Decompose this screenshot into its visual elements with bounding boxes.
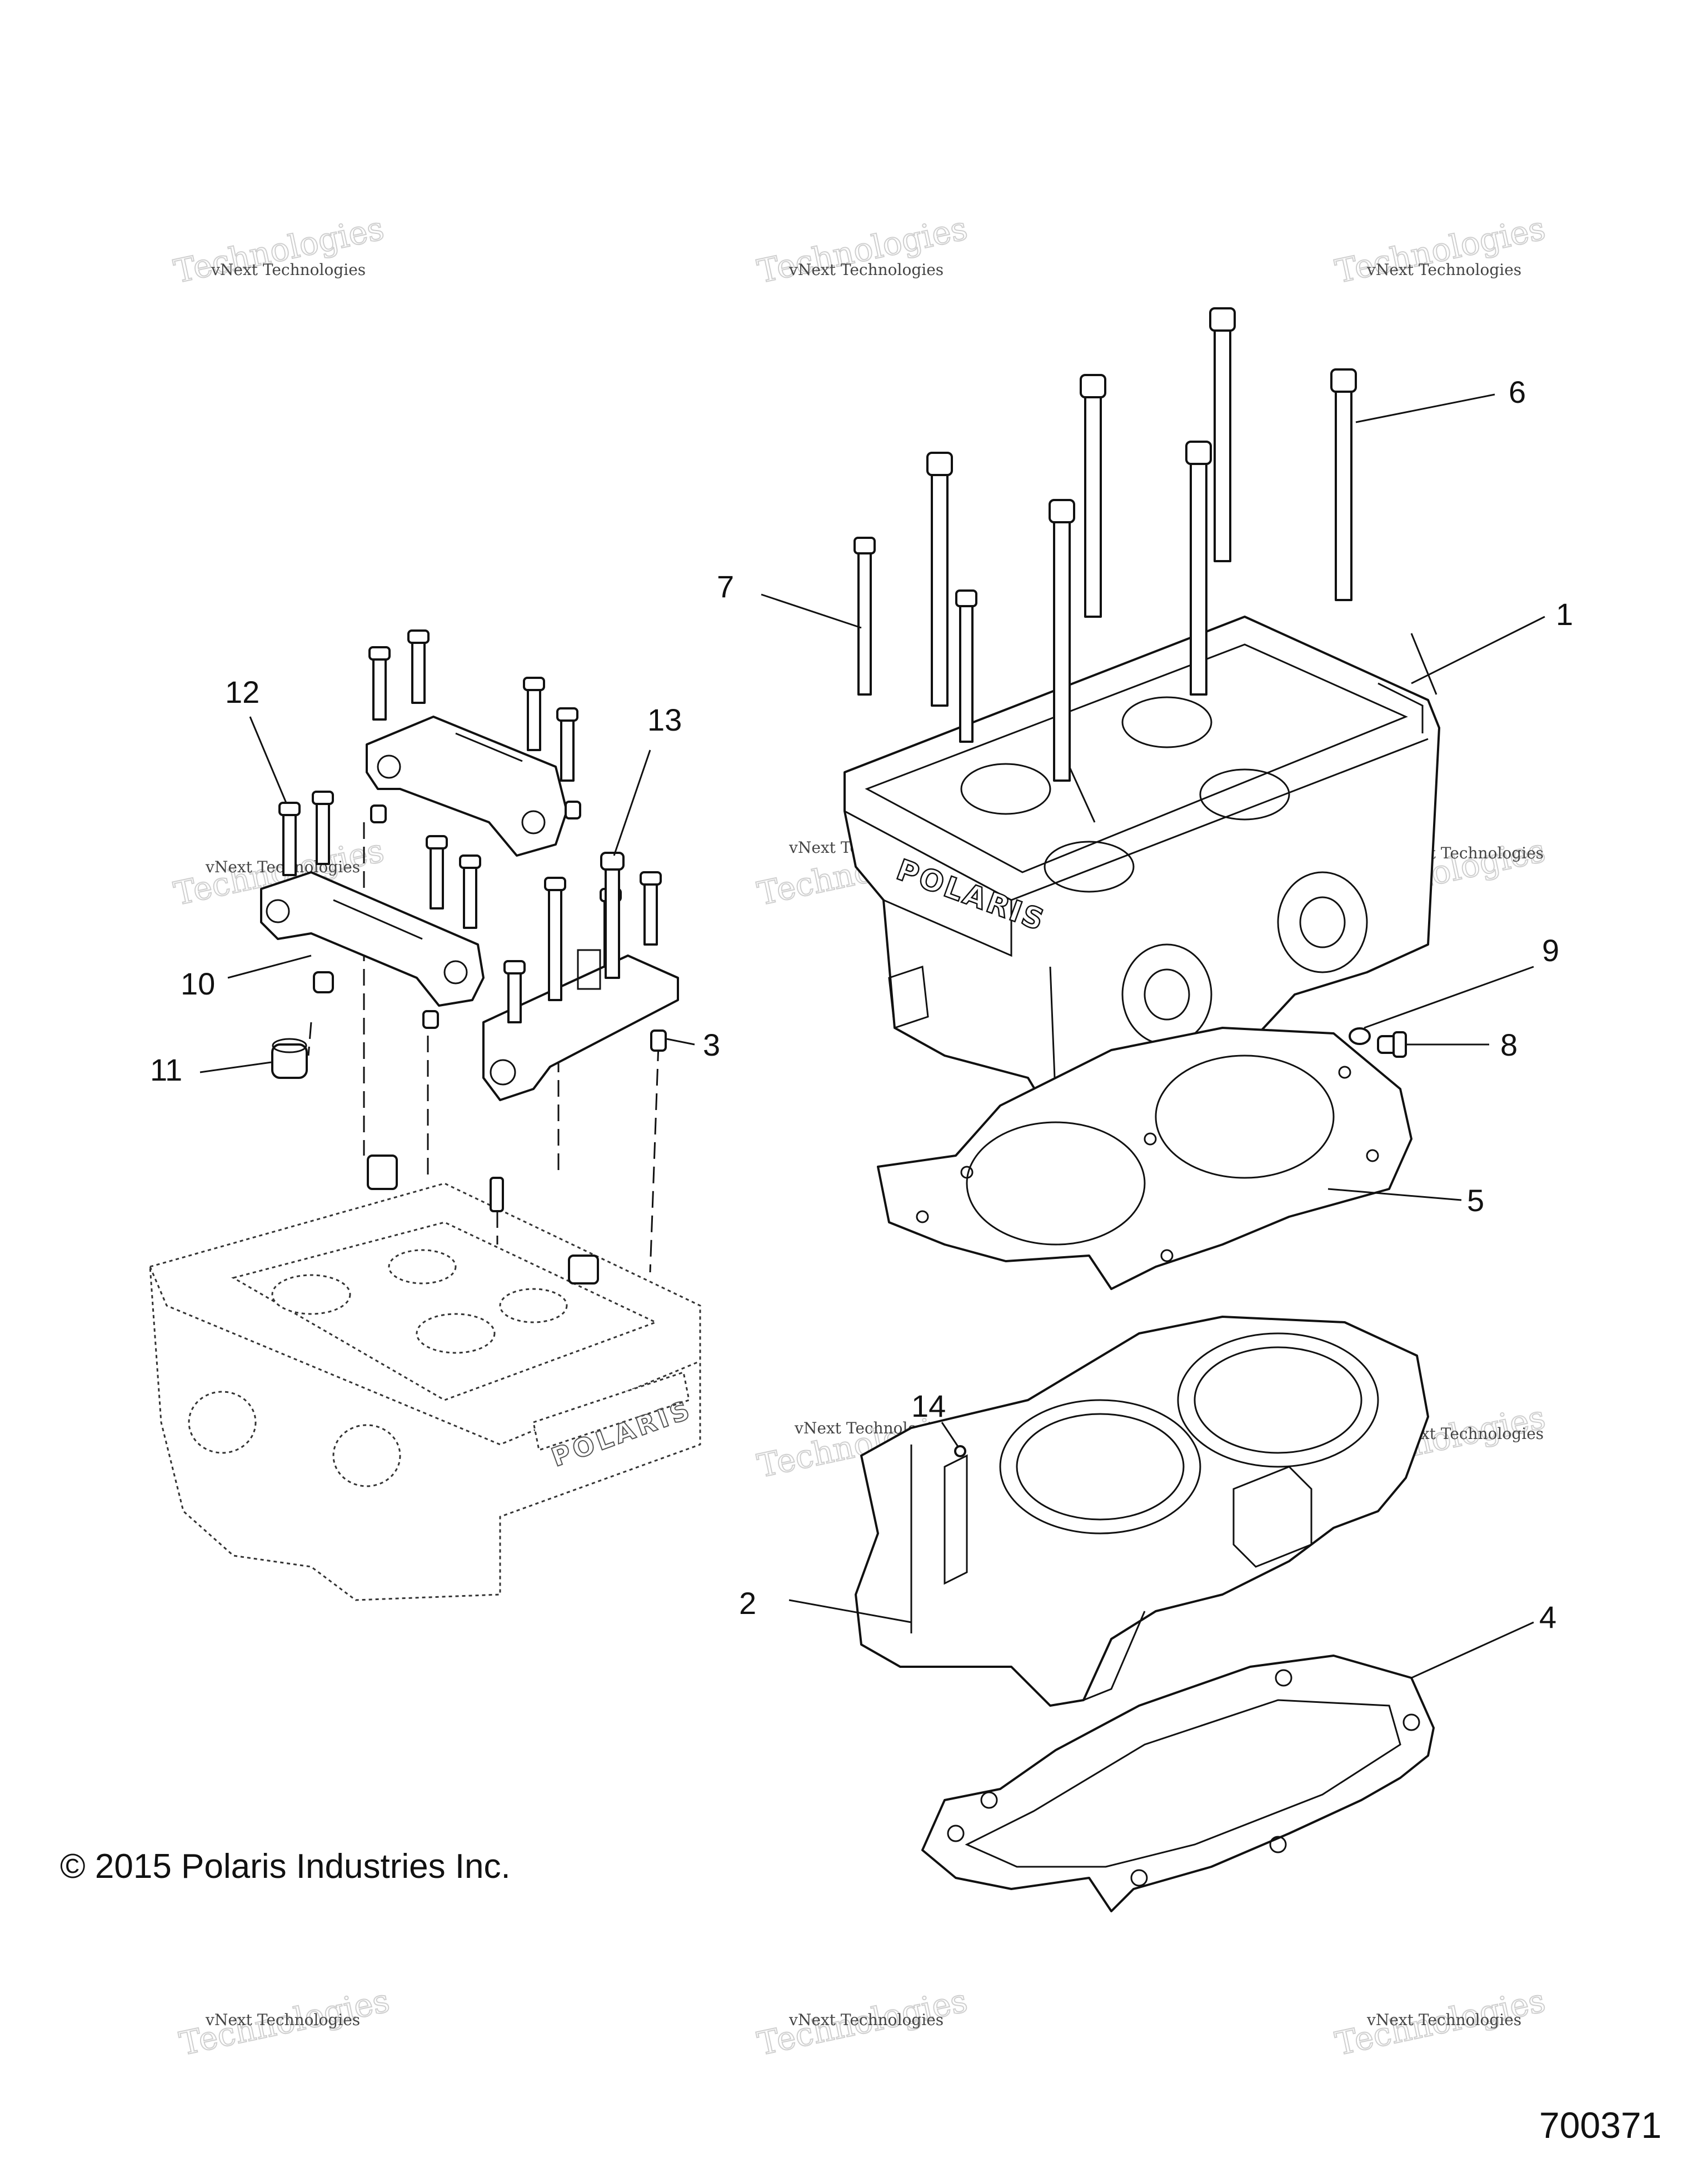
base-gasket xyxy=(921,1655,1435,1912)
figure-id: 700371 xyxy=(1539,2105,1661,2146)
callout-4: 4 xyxy=(1539,1600,1556,1635)
watermark-text: vNext Technologies xyxy=(788,261,944,279)
watermark-text: vNext Technologies xyxy=(205,2011,360,2029)
callout-3: 3 xyxy=(703,1027,720,1062)
cam-carrier-block xyxy=(482,949,679,1101)
callout-14: 14 xyxy=(911,1388,946,1423)
callout-11: 11 xyxy=(150,1052,182,1087)
cam-cap-lower xyxy=(260,871,485,1007)
small-dowels xyxy=(313,801,667,1212)
cam-cap-bolts xyxy=(278,629,662,1023)
washer-9 xyxy=(1349,1027,1371,1045)
callout-9: 9 xyxy=(1542,933,1559,968)
head-gasket xyxy=(877,1027,1412,1290)
cam-cap-upper xyxy=(366,716,568,857)
callout-6: 6 xyxy=(1509,374,1526,409)
callout-10: 10 xyxy=(181,966,215,1001)
dowel-sleeve xyxy=(568,1255,599,1285)
callout-labels: 1 2 3 4 5 6 7 8 9 10 11 12 13 14 xyxy=(150,374,1573,1635)
callout-7: 7 xyxy=(717,569,734,604)
watermark-text: vNext Technologies xyxy=(788,2011,944,2029)
cylinder-block xyxy=(855,1316,1429,1707)
plug-14 xyxy=(954,1445,966,1457)
callout-8: 8 xyxy=(1500,1027,1518,1062)
watermark-text: vNext Technologies xyxy=(211,261,366,279)
callout-13: 13 xyxy=(647,702,682,737)
ghost-cylinder-head xyxy=(149,1182,701,1601)
alignment-lines xyxy=(307,822,660,1273)
dowel-sleeve xyxy=(367,1155,398,1190)
callout-5: 5 xyxy=(1467,1183,1484,1218)
bolt-13 xyxy=(600,852,625,979)
seal-11 xyxy=(271,1038,308,1079)
copyright-notice: © 2015 Polaris Industries Inc. xyxy=(60,1847,511,1886)
head-bolts-6 xyxy=(926,307,1357,782)
watermark-text: vNext Technologies xyxy=(1366,2011,1521,2029)
callout-1: 1 xyxy=(1556,597,1573,632)
callout-2: 2 xyxy=(739,1586,756,1621)
plug-8 xyxy=(1377,1031,1407,1058)
leader-lines xyxy=(199,393,1545,1679)
watermark-text: vNext Technologies xyxy=(1366,261,1521,279)
callout-12: 12 xyxy=(225,674,259,709)
head-bolts-7 xyxy=(854,537,977,743)
